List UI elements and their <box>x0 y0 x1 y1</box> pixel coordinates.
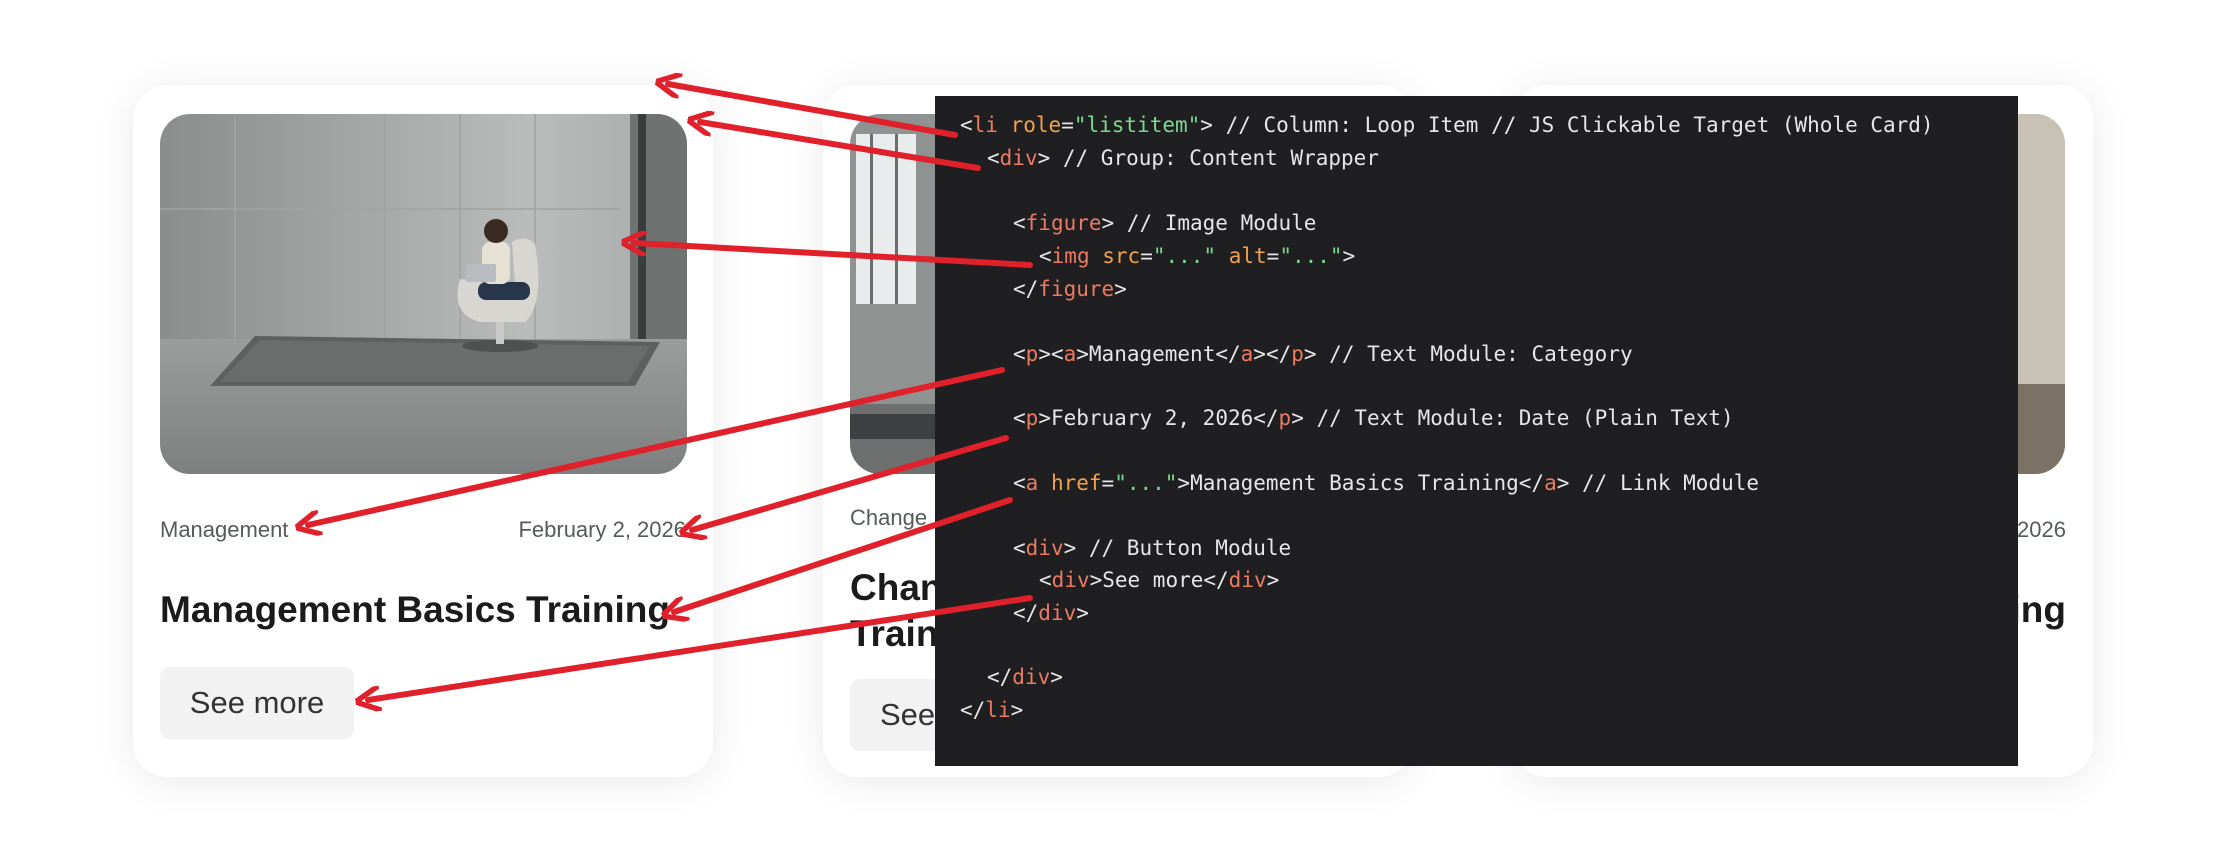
code-token: a <box>1544 471 1557 495</box>
code-token: < <box>1039 244 1052 268</box>
code-token <box>1090 244 1103 268</box>
code-line: </figure> <box>1013 275 1127 303</box>
code-token: = <box>1061 113 1074 137</box>
loop-item-card-1[interactable]: Management February 2, 2026 Management B… <box>133 85 713 777</box>
code-token: src <box>1102 244 1141 268</box>
code-token: > // Column: Loop Item // JS Clickable T… <box>1200 113 1934 137</box>
code-token: div <box>1228 568 1267 592</box>
code-token: > <box>1050 665 1063 689</box>
code-token: figure <box>1025 211 1102 235</box>
code-token: </ <box>960 698 986 722</box>
code-token: p <box>1278 406 1292 430</box>
code-token: > // Button Module <box>1063 536 1292 560</box>
code-token: > // Group: Content Wrapper <box>1037 146 1379 170</box>
code-line: <div> // Button Module <box>1013 534 1291 562</box>
code-token: < <box>1013 211 1026 235</box>
see-more-button[interactable]: See more <box>160 667 354 739</box>
code-token: p <box>1291 342 1304 366</box>
code-token: = <box>1266 244 1280 268</box>
code-token: "..." <box>1279 244 1343 268</box>
code-line: <img src="..." alt="..."> <box>1039 242 1355 270</box>
code-token: </ <box>1013 601 1039 625</box>
code-token: > <box>1266 568 1280 592</box>
code-token: >Management Basics Training</ <box>1177 471 1545 495</box>
code-token: < <box>1013 536 1026 560</box>
code-line: <li role="listitem"> // Column: Loop Ite… <box>960 111 1934 139</box>
post-title-line-1: Chan <box>850 567 943 608</box>
category-link[interactable]: Management <box>160 517 289 542</box>
code-token: > // Image Module <box>1101 211 1317 235</box>
code-token: "..." <box>1114 471 1178 495</box>
code-token: > // Text Module: Date (Plain Text) <box>1291 406 1734 430</box>
code-token: ></ <box>1253 342 1292 366</box>
code-token <box>1038 471 1051 495</box>
post-date: 2026 <box>2017 517 2066 542</box>
code-token: "listitem" <box>1073 113 1201 137</box>
woman-in-chair-photo <box>160 114 687 474</box>
code-token: </ <box>1013 277 1039 301</box>
code-line: <div> // Group: Content Wrapper <box>987 144 1379 172</box>
code-token: a <box>1025 471 1039 495</box>
code-token: div <box>1051 568 1090 592</box>
code-token: div <box>1025 536 1064 560</box>
code-token: < <box>960 113 973 137</box>
code-token: li <box>972 113 998 137</box>
code-token: < <box>1013 471 1026 495</box>
code-token: = <box>1140 244 1153 268</box>
card-image <box>160 114 687 474</box>
code-line: <div>See more</div> <box>1039 566 1279 594</box>
code-token: > <box>1076 601 1089 625</box>
code-line: </li> <box>960 696 1023 724</box>
code-token: >See more</ <box>1089 568 1229 592</box>
code-line: <a href="...">Management Basics Training… <box>1013 469 1759 497</box>
code-token: alt <box>1228 244 1267 268</box>
code-token: > // Text Module: Category <box>1303 342 1633 366</box>
post-title-link[interactable]: Management Basics Training <box>160 589 670 630</box>
code-token <box>1216 244 1229 268</box>
code-snippet-panel: <li role="listitem"> // Column: Loop Ite… <box>935 96 2018 766</box>
code-token: > // Link Module <box>1556 471 1760 495</box>
code-token: img <box>1051 244 1090 268</box>
post-date: February 2, 2026 <box>518 517 686 542</box>
code-token: < <box>1013 406 1026 430</box>
code-token: p <box>1025 406 1039 430</box>
code-line: <figure> // Image Module <box>1013 209 1316 237</box>
code-token: a <box>1240 342 1254 366</box>
code-token: </ <box>987 665 1013 689</box>
post-title-link[interactable]: Chan Train <box>850 565 943 657</box>
code-line: <p><a>Management</a></p> // Text Module:… <box>1013 340 1633 368</box>
code-token: = <box>1101 471 1115 495</box>
code-token: div <box>1038 601 1077 625</box>
code-token: role <box>1010 113 1062 137</box>
code-token: < <box>987 146 1000 170</box>
code-token: >February 2, 2026</ <box>1038 406 1279 430</box>
post-title-line-2: Train <box>850 613 939 654</box>
category-link[interactable]: Change <box>850 505 928 530</box>
code-token: "..." <box>1152 244 1217 268</box>
code-token: div <box>1012 665 1051 689</box>
code-token: >< <box>1038 342 1064 366</box>
post-title-link[interactable]: ing <box>2010 589 2066 630</box>
code-token: a <box>1063 342 1077 366</box>
code-token: > <box>1010 698 1024 722</box>
code-line: </div> <box>1013 599 1089 627</box>
code-token: p <box>1025 342 1039 366</box>
code-token: > <box>1342 244 1356 268</box>
code-token: figure <box>1038 277 1115 301</box>
code-token: < <box>1039 568 1052 592</box>
code-token: href <box>1050 471 1102 495</box>
code-token: li <box>985 698 1011 722</box>
code-token: < <box>1013 342 1026 366</box>
code-token <box>998 113 1011 137</box>
code-token: div <box>999 146 1038 170</box>
code-token: >Management</ <box>1076 342 1241 366</box>
code-token: > <box>1114 277 1127 301</box>
code-line: <p>February 2, 2026</p> // Text Module: … <box>1013 404 1734 432</box>
code-line: </div> <box>987 663 1063 691</box>
